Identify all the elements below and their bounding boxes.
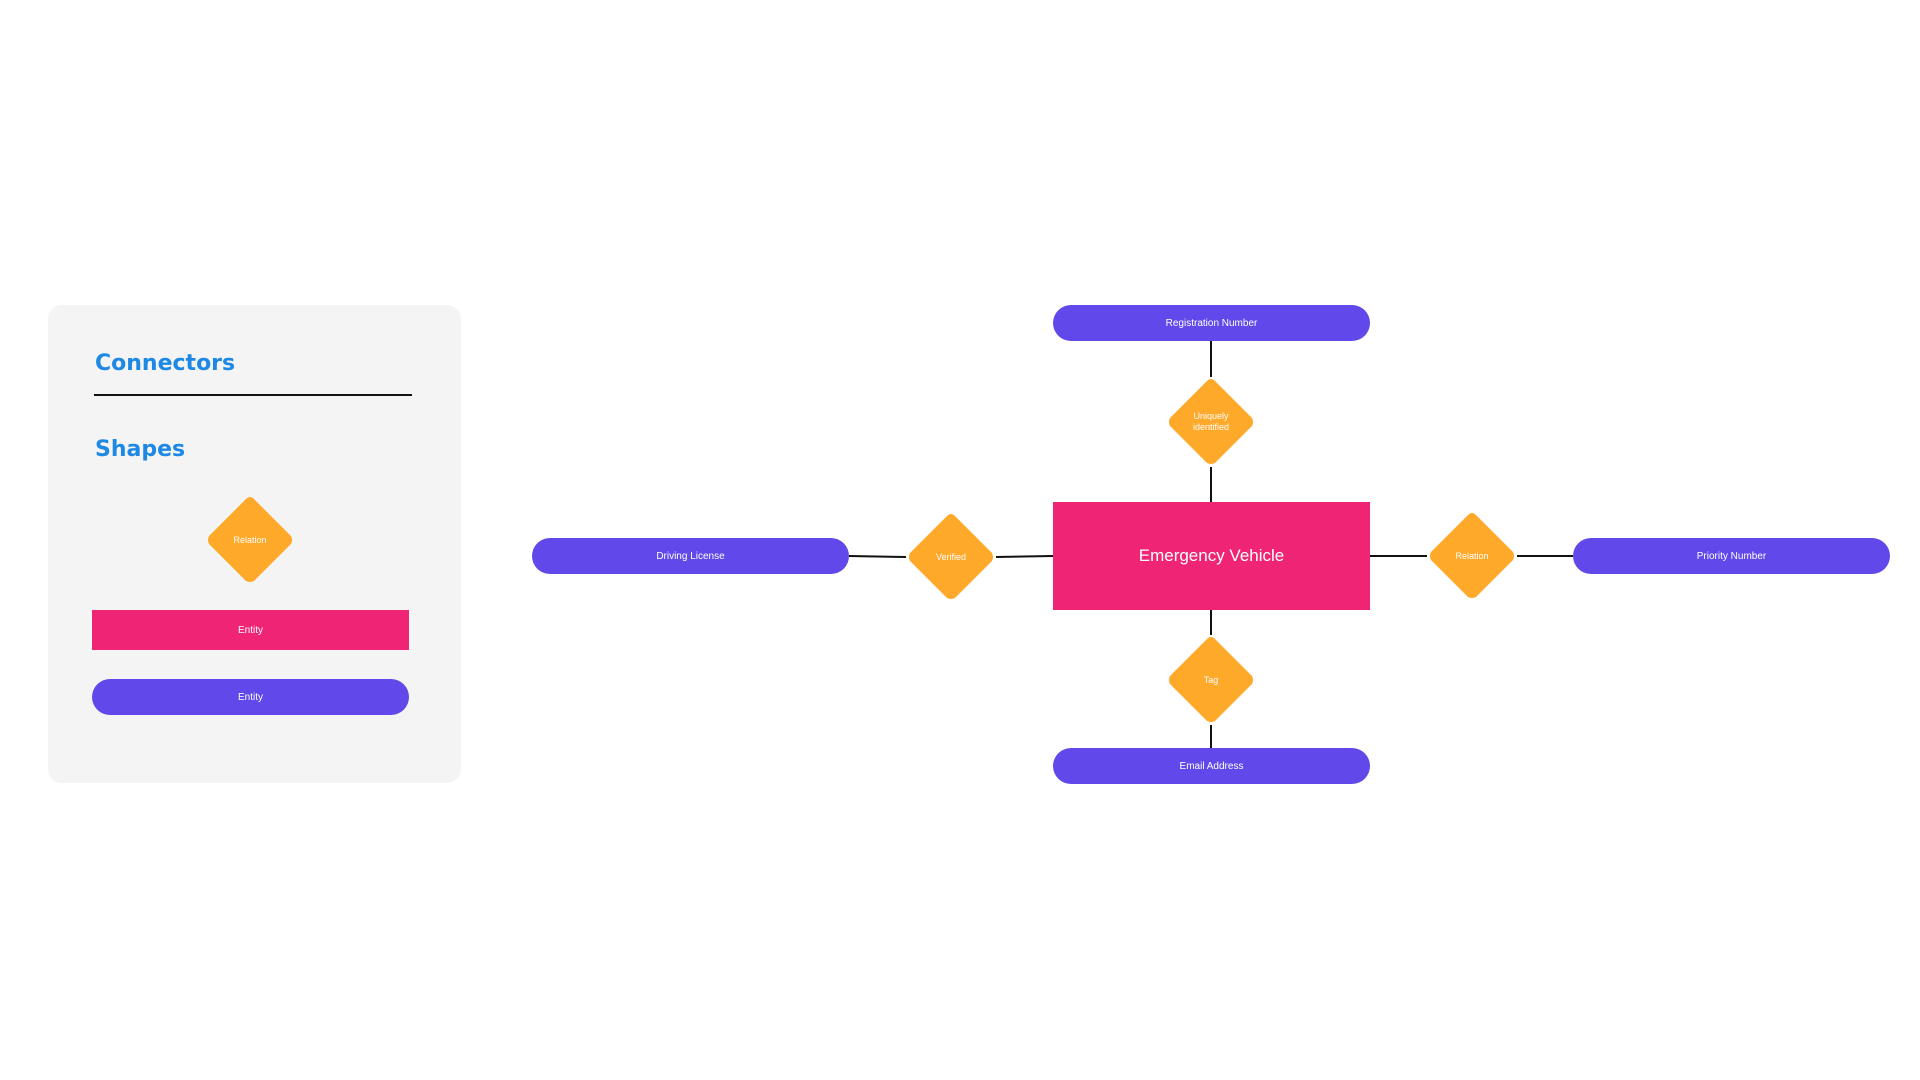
legend-entity-pill-shape[interactable]: Entity (92, 679, 409, 715)
legend-entity-rect-shape[interactable]: Entity (92, 610, 409, 650)
connector-left-inner (995, 555, 1054, 558)
relation-uniquely-identified[interactable]: Uniquely identified (1166, 377, 1256, 467)
legend-relation-label: Relation (233, 534, 267, 545)
attribute-driving-license[interactable]: Driving License (532, 538, 849, 574)
attribute-email-address[interactable]: Email Address (1053, 748, 1370, 784)
diamond-shape (1430, 513, 1514, 598)
attribute-priority-number[interactable]: Priority Number (1573, 538, 1890, 574)
legend-connector-sample[interactable] (94, 394, 412, 396)
diamond-shape (208, 497, 292, 582)
connector-left-outer (848, 555, 907, 558)
relation-verified-label: Verified (935, 551, 967, 562)
diamond-shape (1169, 379, 1253, 464)
relation-tag[interactable]: Tag (1166, 635, 1256, 725)
legend-panel: Connectors Shapes Relation Entity Entity (48, 305, 461, 783)
relation-relation[interactable]: Relation (1427, 511, 1517, 601)
legend-relation-shape[interactable]: Relation (205, 495, 295, 585)
diamond-shape (1169, 637, 1253, 722)
relation-tag-label: Tag (1203, 674, 1219, 685)
diamond-shape (909, 514, 993, 599)
relation-uniquely-identified-label: Uniquely identified (1192, 411, 1230, 432)
legend-shapes-heading: Shapes (95, 437, 186, 462)
entity-emergency-vehicle[interactable]: Emergency Vehicle (1053, 502, 1370, 610)
relation-verified[interactable]: Verified (906, 512, 996, 602)
attribute-registration-number[interactable]: Registration Number (1053, 305, 1370, 341)
relation-relation-label: Relation (1455, 550, 1489, 561)
legend-connectors-heading: Connectors (95, 351, 236, 376)
